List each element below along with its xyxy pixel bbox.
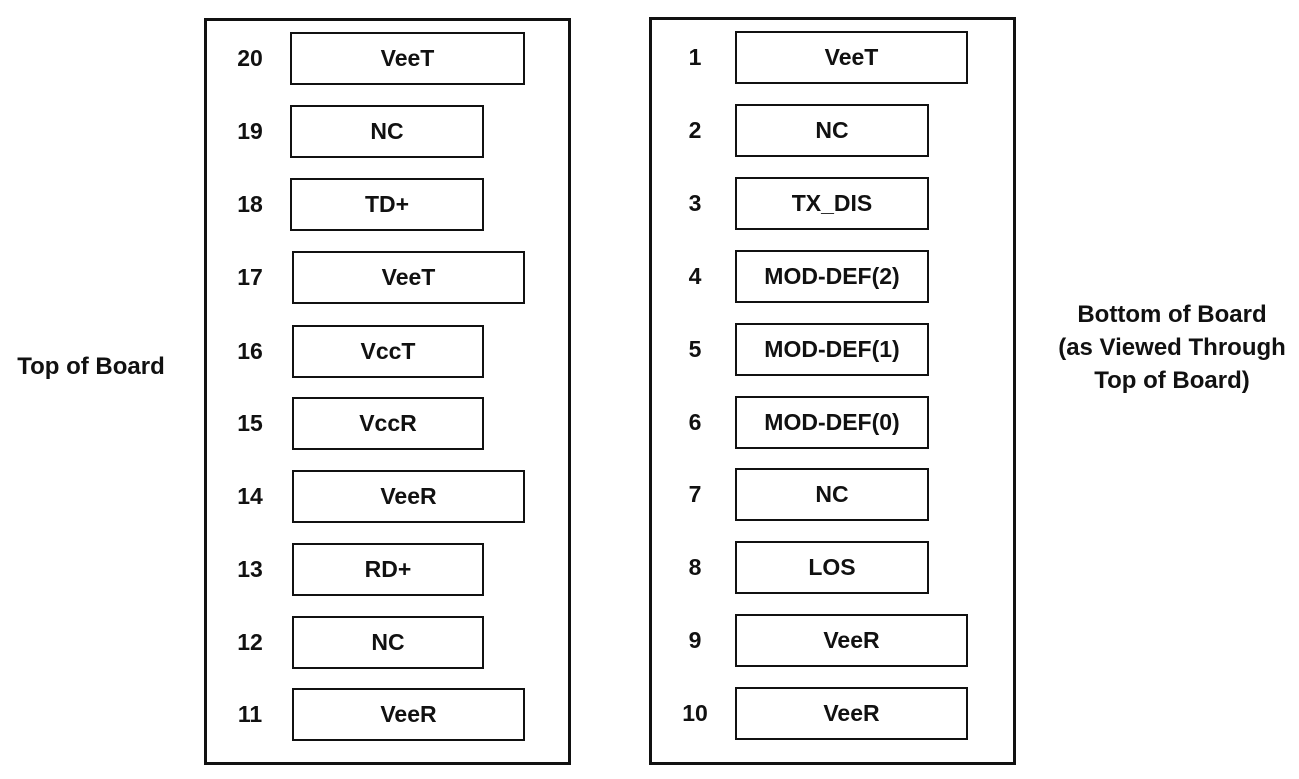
top-pin-box: VeeT bbox=[290, 31, 525, 85]
top-pin-number: 16 bbox=[237, 338, 263, 364]
bottom-pin-number: 4 bbox=[688, 263, 702, 289]
bottom-pin-box: NC bbox=[735, 467, 929, 521]
top-pin-box: VeeT bbox=[292, 250, 525, 304]
top-pin-box: VeeR bbox=[292, 687, 525, 741]
bottom-pin-box: MOD-DEF(1) bbox=[735, 322, 929, 376]
bottom-pin-box: VeeR bbox=[735, 686, 968, 740]
bottom-pin-number: 5 bbox=[688, 336, 702, 362]
bottom-pin-number: 6 bbox=[688, 409, 702, 435]
top-pin-box: TD+ bbox=[290, 177, 484, 231]
top-pin-box: VccT bbox=[292, 324, 484, 378]
bottom-pin-number: 10 bbox=[682, 700, 708, 726]
bottom-pin-number: 2 bbox=[688, 117, 702, 143]
top-pin-box: NC bbox=[290, 104, 484, 158]
top-pin-number: 14 bbox=[237, 483, 263, 509]
top-of-board-label: Top of Board bbox=[17, 353, 165, 380]
top-pin-number: 15 bbox=[237, 410, 263, 436]
top-pin-box: VeeR bbox=[292, 469, 525, 523]
top-pin-number: 19 bbox=[237, 118, 263, 144]
bottom-pin-box: VeeT bbox=[735, 30, 968, 84]
bottom-pin-number: 8 bbox=[688, 554, 702, 580]
bottom-of-board-label: Bottom of Board (as Viewed Through Top o… bbox=[1058, 301, 1286, 394]
top-pin-number: 20 bbox=[237, 45, 263, 71]
top-pin-number: 17 bbox=[237, 264, 263, 290]
bottom-pin-number: 9 bbox=[688, 627, 702, 653]
top-pin-box: RD+ bbox=[292, 542, 484, 596]
top-pin-number: 12 bbox=[237, 629, 263, 655]
top-pin-number: 18 bbox=[237, 191, 263, 217]
bottom-pin-number: 7 bbox=[688, 481, 702, 507]
bottom-pin-box: TX_DIS bbox=[735, 176, 929, 230]
top-pin-number: 13 bbox=[237, 556, 263, 582]
top-pin-box: NC bbox=[292, 615, 484, 669]
bottom-pin-box: LOS bbox=[735, 540, 929, 594]
bottom-pin-number: 1 bbox=[688, 44, 702, 70]
bottom-pin-box: NC bbox=[735, 103, 929, 157]
top-pin-number: 11 bbox=[237, 701, 263, 727]
bottom-pin-number: 3 bbox=[688, 190, 702, 216]
top-pin-box: VccR bbox=[292, 396, 484, 450]
bottom-pin-box: MOD-DEF(2) bbox=[735, 249, 929, 303]
bottom-pin-box: MOD-DEF(0) bbox=[735, 395, 929, 449]
bottom-pin-box: VeeR bbox=[735, 613, 968, 667]
